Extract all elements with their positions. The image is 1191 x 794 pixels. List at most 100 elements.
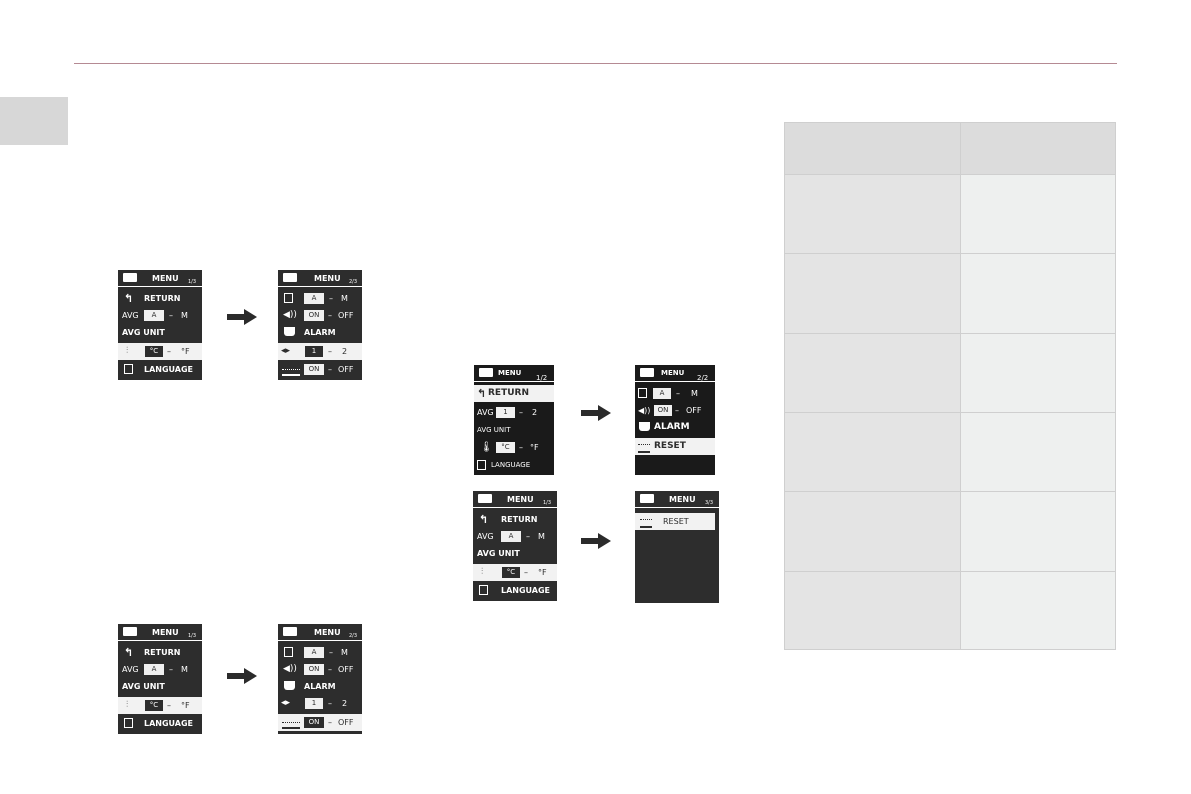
arrow-right-icon <box>227 668 257 684</box>
off-label: OFF <box>338 718 354 727</box>
table-row <box>785 253 1115 333</box>
dash: – <box>519 408 523 417</box>
reset-label: RESET <box>663 517 689 526</box>
sound-row: ◀)) ON – OFF <box>635 402 715 419</box>
reset-toggle-row: ON – OFF <box>278 361 362 378</box>
avg-a-box: A <box>304 293 324 304</box>
fahrenheit-label: °F <box>530 443 539 452</box>
language-icon <box>477 460 486 470</box>
return-label: RETURN <box>144 648 181 657</box>
reset-toggle-row: ON – OFF <box>278 714 362 731</box>
dash: – <box>676 389 680 398</box>
return-row: ↰ RETURN <box>473 511 557 528</box>
menu-header: MENU 1/3 <box>473 491 557 508</box>
page-indicator: 1/3 <box>543 500 552 506</box>
alarm-row: ALARM <box>278 324 362 341</box>
return-row: ↰ RETURN <box>474 385 554 402</box>
distance-row: ◂▸ 1 – 2 <box>278 343 362 360</box>
avg-row: AVG A – M <box>118 307 202 324</box>
menu-header: MENU 1/3 <box>118 270 202 287</box>
table-cell <box>785 572 961 649</box>
dash: – <box>328 665 332 674</box>
avg-1-box: 1 <box>496 407 515 418</box>
double-arrow-icon: ◂▸ <box>281 346 291 356</box>
language-row: LANGUAGE <box>118 715 202 732</box>
language-icon <box>479 585 488 595</box>
avg-unit-label: AVG UNIT <box>122 682 165 691</box>
return-arrow-icon: ↰ <box>477 387 487 400</box>
dash: – <box>328 365 332 374</box>
language-row: LANGUAGE <box>474 457 554 474</box>
table-header-row <box>785 123 1115 174</box>
table-row <box>785 174 1115 253</box>
dash: – <box>167 347 171 356</box>
avg-a-box: A <box>144 310 164 321</box>
menu-title: MENU <box>507 495 534 504</box>
avg-m-label: M <box>181 311 188 320</box>
menu-screen-2-2-reset-selected: MENU 2/2 A – M ◀)) ON – OFF ALARM RESET <box>635 365 715 475</box>
avg-m-label: M <box>691 389 698 398</box>
return-label: RETURN <box>144 294 181 303</box>
reset-row: RESET <box>635 513 715 530</box>
arrow-right-icon <box>227 309 257 325</box>
avg-unit-label: AVG UNIT <box>122 328 165 337</box>
dash: – <box>328 311 332 320</box>
avg-label: AVG <box>122 311 139 320</box>
table-header-cell <box>785 123 961 174</box>
toolbox-icon <box>479 368 493 377</box>
avg-unit-row: AVG UNIT <box>118 324 202 341</box>
sound-row: ◀)) ON – OFF <box>278 661 362 678</box>
return-arrow-icon: ↰ <box>479 513 489 526</box>
menu-header: MENU 1/2 <box>474 365 554 382</box>
menu-screen-3-3-reset: MENU 3/3 RESET <box>635 491 719 603</box>
toolbox-icon <box>478 494 492 503</box>
menu-title: MENU <box>498 369 522 377</box>
off-label: OFF <box>686 406 702 415</box>
thermometer-icon: ⫶ <box>126 700 129 710</box>
return-label: RETURN <box>488 388 529 398</box>
speaker-icon: ◀)) <box>283 310 297 320</box>
menu-title: MENU <box>661 369 685 377</box>
cup-icon <box>284 681 295 690</box>
avg-unit-row: AVG UNIT <box>474 422 554 439</box>
page-indicator: 3/3 <box>705 500 714 506</box>
toolbox-icon <box>283 273 297 282</box>
dash: – <box>524 568 528 577</box>
avg-a-box: A <box>144 664 164 675</box>
dash: – <box>169 311 173 320</box>
one-box: 1 <box>305 346 323 357</box>
on-box: ON <box>304 310 324 321</box>
table-header-cell <box>961 123 1115 174</box>
menu-header: MENU 2/3 <box>278 270 362 287</box>
two-label: 2 <box>342 347 348 356</box>
page-indicator: 1/3 <box>188 279 197 285</box>
alarm-row: ALARM <box>635 419 715 436</box>
unit-row: ⫶ °C – °F <box>118 697 202 714</box>
language-icon <box>284 647 293 657</box>
fahrenheit-label: °F <box>181 701 190 710</box>
on-box: ON <box>654 405 672 416</box>
one-box: 1 <box>305 698 323 709</box>
alarm-label: ALARM <box>304 682 336 691</box>
dash: – <box>328 718 332 727</box>
dash: – <box>329 294 333 303</box>
return-row: ↰ RETURN <box>118 290 202 307</box>
dash: – <box>169 665 173 674</box>
double-arrow-icon: ◂▸ <box>281 698 291 708</box>
dash: – <box>167 701 171 710</box>
celsius-box: °C <box>145 700 163 711</box>
menu-screen-1-3-unit-selected: MENU 1/3 ↰ RETURN AVG A – M AVG UNIT ⫶ °… <box>118 624 202 734</box>
distance-row: ◂▸ 1 – 2 <box>278 695 362 712</box>
on-box: ON <box>304 717 324 728</box>
avg-row: AVG A – M <box>118 661 202 678</box>
language-row: LANGUAGE <box>473 582 557 599</box>
menu-title: MENU <box>314 628 341 637</box>
dash: – <box>519 443 523 452</box>
return-arrow-icon: ↰ <box>124 646 134 659</box>
return-arrow-icon: ↰ <box>124 292 134 305</box>
avg-a-box: A <box>304 647 324 658</box>
two-label: 2 <box>342 699 348 708</box>
avg-unit-label: AVG UNIT <box>477 426 511 434</box>
language-icon <box>284 293 293 303</box>
table-cell <box>961 254 1115 333</box>
